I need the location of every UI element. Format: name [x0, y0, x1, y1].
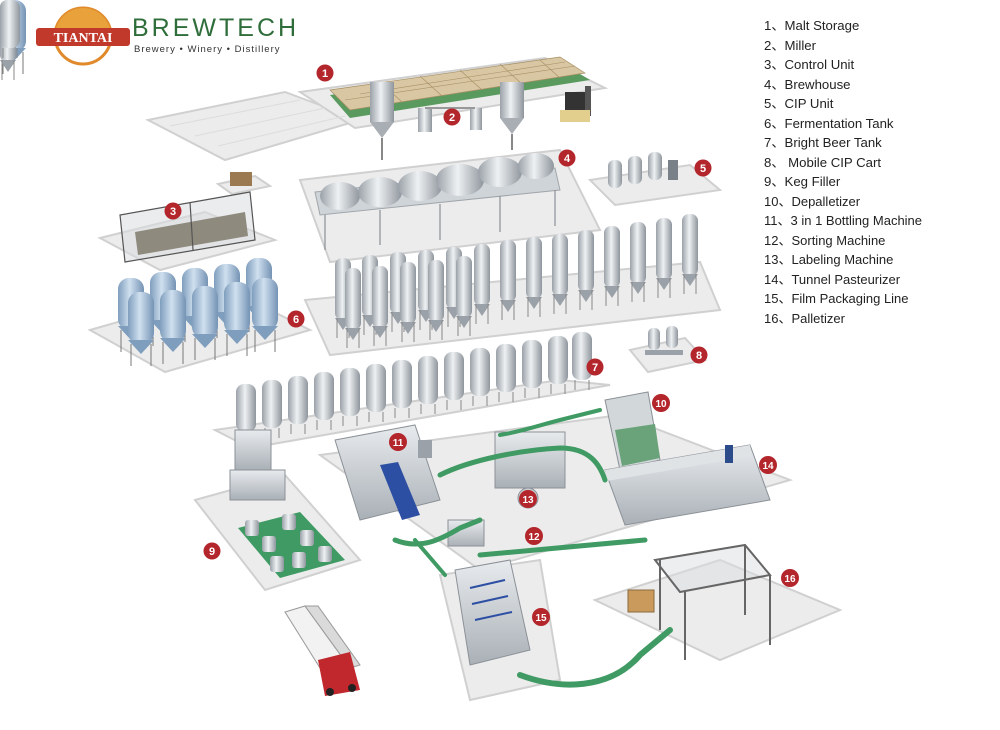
svg-text:15: 15 — [535, 613, 547, 624]
legend-item: 3、Control Unit — [764, 57, 855, 72]
legend-item: 12、Sorting Machine — [764, 232, 886, 248]
marker-6: 6 — [287, 310, 305, 328]
legend-item: 8、 Mobile CIP Cart — [764, 154, 882, 170]
legend-item: 16、Palletizer — [764, 310, 845, 326]
svg-text:5: 5 — [700, 163, 706, 175]
legend-item: 15、Film Packaging Line — [764, 291, 909, 306]
svg-text:TIANTAI: TIANTAI — [54, 31, 113, 46]
film-packaging-line — [454, 559, 531, 666]
svg-text:12: 12 — [528, 532, 540, 543]
legend-item: 11、3 in 1 Bottling Machine — [764, 213, 923, 228]
svg-text:10: 10 — [655, 399, 667, 410]
marker-3: 3 — [164, 202, 182, 220]
svg-text:11: 11 — [393, 438, 404, 449]
marker-16: 16 — [781, 569, 799, 587]
svg-text:16: 16 — [784, 574, 796, 585]
forklift — [560, 86, 591, 122]
conveyors — [392, 408, 673, 688]
marker-8: 8 — [690, 346, 708, 364]
marker-12: 12 — [525, 527, 543, 545]
palletizer — [627, 543, 772, 660]
svg-text:4: 4 — [564, 153, 571, 165]
bottling-machine — [334, 424, 441, 521]
cip-unit — [608, 152, 678, 188]
legend-item: 2、Miller — [764, 37, 817, 53]
legend-item: 4、Brewhouse — [764, 76, 851, 92]
storage-grid — [169, 99, 346, 147]
svg-text:2: 2 — [449, 112, 455, 124]
legend-item: 13、Labeling Machine — [764, 252, 894, 267]
malt-silos — [370, 82, 524, 160]
floor-pad-bottling — [317, 413, 794, 572]
tunnel-pasteurizer — [604, 444, 771, 526]
marker-7: 7 — [586, 358, 604, 376]
brand-tagline: Brewery • Winery • Distillery — [134, 44, 281, 55]
tiantai-badge-icon: TIANTAI — [36, 6, 130, 66]
equipment-legend: 1、Malt Storage 2、Miller 3、Control Unit 4… — [764, 16, 994, 328]
svg-text:14: 14 — [762, 461, 774, 472]
svg-text:7: 7 — [592, 362, 598, 374]
mobile-cip-cart — [645, 326, 683, 355]
svg-text:3: 3 — [170, 206, 176, 218]
svg-text:9: 9 — [209, 546, 215, 558]
marker-11: 11 — [389, 433, 407, 451]
control-unit — [119, 191, 256, 263]
marker-1: 1 — [316, 64, 334, 82]
legend-item: 9、Keg Filler — [764, 174, 841, 189]
legend-item: 7、Bright Beer Tank — [764, 135, 882, 150]
svg-text:1: 1 — [322, 68, 328, 80]
svg-text:8: 8 — [696, 350, 702, 362]
legend-item: 5、CIP Unit — [764, 96, 834, 111]
depalletizer — [604, 391, 661, 471]
marker-15: 15 — [532, 608, 550, 626]
bright-beer-tanks — [0, 0, 593, 443]
brewhouse — [314, 153, 561, 250]
marker-14: 14 — [759, 456, 777, 474]
legend-item: 10、Depalletizer — [764, 193, 861, 209]
brand-name: BREWTECH — [132, 14, 300, 42]
legend-item: 1、Malt Storage — [764, 18, 860, 33]
svg-text:13: 13 — [522, 495, 534, 506]
legend-item: 6、Fermentation Tank — [764, 115, 894, 131]
marker-9: 9 — [203, 542, 221, 560]
keg-filler — [229, 429, 345, 578]
svg-text:6: 6 — [293, 314, 299, 326]
marker-5: 5 — [694, 159, 712, 177]
marker-2: 2 — [443, 108, 461, 126]
marker-4: 4 — [558, 149, 576, 167]
miller-unit — [418, 107, 482, 132]
marker-10: 10 — [652, 394, 670, 412]
legend-item: 14、Tunnel Pasteurizer — [764, 271, 901, 287]
company-logo: TIANTAI BREWTECH Brewery • Winery • Dist… — [36, 6, 296, 68]
delivery-truck — [284, 605, 361, 696]
crates — [215, 172, 273, 196]
marker-13: 13 — [519, 490, 537, 508]
